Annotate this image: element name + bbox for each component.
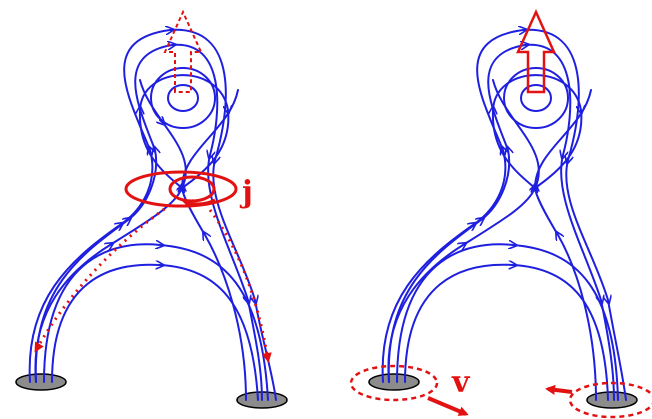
right-footpoint-1 <box>368 373 420 391</box>
left-outer-loop <box>34 45 263 401</box>
current-label: j <box>239 175 253 210</box>
dashed-footpoint-oval <box>568 381 652 419</box>
right-plasmoid-loop <box>493 74 582 189</box>
left-x-point <box>178 184 186 192</box>
current-loop-outer <box>124 170 238 208</box>
left-plasmoid-ring <box>167 84 199 112</box>
solid-eruption-arrow <box>516 8 556 94</box>
velocity-arrow <box>427 396 469 416</box>
left-plasmoid-ring <box>150 67 216 129</box>
dashed-eruption-arrow <box>163 9 203 93</box>
right-panel: v <box>349 8 652 419</box>
inflow-arrow <box>545 384 573 395</box>
current-arrow <box>182 198 216 209</box>
velocity-label: v <box>451 365 471 400</box>
left-plasmoid-loop <box>140 74 229 189</box>
right-plasmoid-ring <box>520 84 552 112</box>
right-x-point <box>531 184 539 192</box>
dashed-footpoint-oval <box>349 364 439 402</box>
right-footpoint-2 <box>586 391 638 409</box>
left-panel: j <box>15 9 288 409</box>
dotted-flow-arrow-right <box>208 209 272 363</box>
right-arcade-loop <box>396 244 619 401</box>
left-footpoint-1 <box>15 373 67 391</box>
left-arcade-loop <box>43 244 269 401</box>
right-plasmoid-ring <box>503 67 569 129</box>
left-ring-arrow <box>160 120 162 122</box>
dotted-flow-arrow-left <box>34 203 171 353</box>
right-outer-loop <box>387 45 615 401</box>
